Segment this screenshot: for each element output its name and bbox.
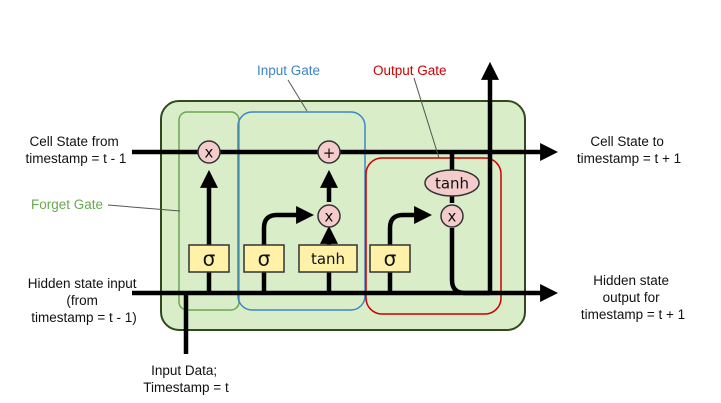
forget-sigma-box: σ [188, 244, 230, 273]
cell-add-node: + [317, 140, 341, 164]
svg-text:tanh: tanh [311, 250, 345, 268]
output-gate-label: Output Gate [373, 63, 447, 78]
output-gate-pointer [413, 77, 440, 159]
forget-gate-pointer [107, 204, 181, 212]
input-gate-pointer [287, 79, 308, 112]
output-mult-to-hidden-path [449, 228, 490, 296]
cell-state-to-label: Cell State to timestamp = t + 1 [577, 134, 681, 166]
output-sigma-box: σ [369, 244, 411, 273]
forget-multiply-node: x [197, 140, 221, 164]
svg-text:x: x [205, 144, 214, 162]
input-gate-outline [237, 111, 366, 311]
svg-text:tanh: tanh [435, 175, 469, 193]
svg-text:x: x [448, 208, 457, 226]
svg-text:σ: σ [384, 247, 397, 271]
cell-state-from-label: Cell State from timestamp = t - 1 [26, 134, 127, 166]
input-gate-label: Input Gate [257, 63, 320, 78]
output-tanh-node: tanh [424, 169, 480, 197]
input-tanh-box: tanh [298, 244, 358, 273]
output-gate-outline [365, 157, 502, 315]
svg-text:+: + [323, 144, 336, 162]
input-gate-sigma-path [261, 206, 315, 293]
output-multiply-node: x [440, 204, 464, 228]
lstm-cell-box [160, 100, 526, 331]
hidden-output-label: Hidden state output for timestamp = t + … [581, 273, 685, 322]
input-multiply-node: x [317, 204, 341, 228]
forget-gate-label: Forget Gate [31, 197, 103, 212]
svg-text:σ: σ [203, 247, 216, 271]
output-gate-sigma-path [387, 206, 433, 293]
svg-text:x: x [325, 208, 334, 226]
hidden-input-label: Hidden state input (from timestamp = t -… [28, 276, 141, 325]
input-data-label: Input Data; Timestamp = t [143, 363, 229, 395]
input-sigma-box: σ [243, 244, 285, 273]
svg-text:σ: σ [258, 247, 271, 271]
